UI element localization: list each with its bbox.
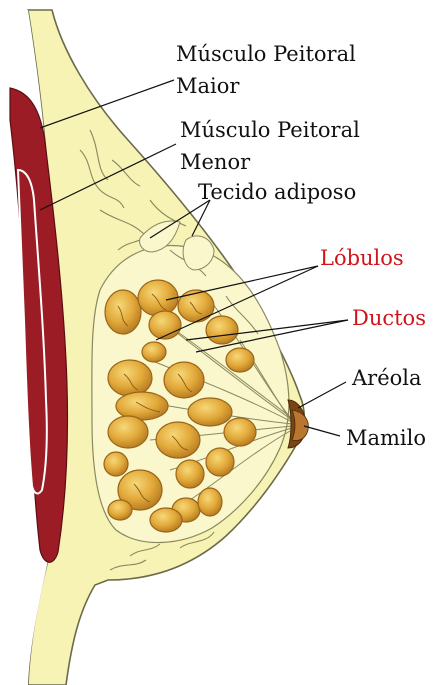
label-pectoralis-minor-line2: Menor [180, 150, 250, 174]
label-pectoralis-minor-line1: Músculo Peitoral [180, 118, 360, 142]
label-nipple: Mamilo [346, 426, 426, 450]
label-pectoralis-major-line2: Maior [176, 74, 239, 98]
label-adipose-tissue: Tecido adiposo [198, 180, 356, 204]
label-pectoralis-major-line1: Músculo Peitoral [176, 42, 356, 66]
label-ducts: Ductos [352, 306, 426, 330]
label-areola: Aréola [352, 366, 422, 390]
label-lobules: Lóbulos [320, 246, 404, 270]
